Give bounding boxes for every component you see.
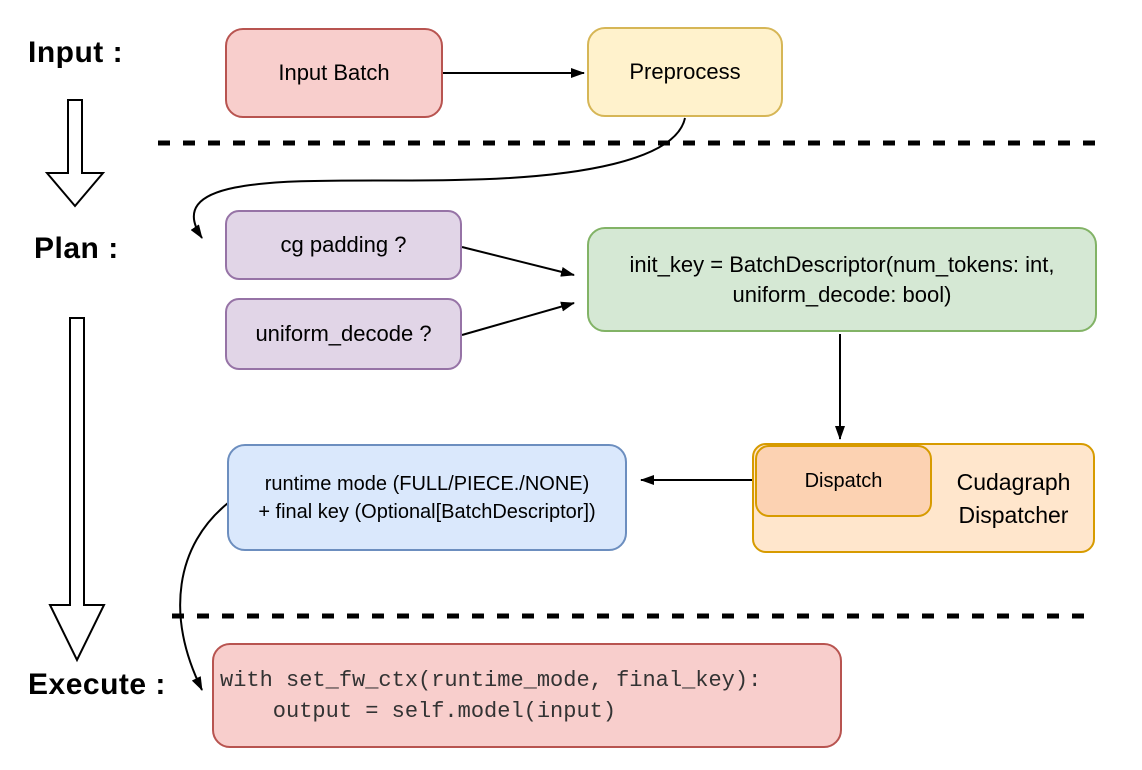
node-init-key-line2: uniform_decode: bool) [732,281,952,307]
node-preprocess: Preprocess [587,27,783,117]
node-input-batch-label: Input Batch [278,60,390,85]
cudagraph-label-line1: Cudagraph [956,469,1071,495]
node-runtime-mode-line1: runtime mode (FULL/PIECE./NONE) [264,472,590,495]
stage-label-plan: Plan : [34,232,119,265]
node-input-batch: Input Batch [225,28,443,118]
arrow-cg-padding-to-init-key [461,246,575,277]
node-execute-code: with set_fw_ctx(runtime_mode, final_key)… [212,643,842,748]
node-uniform-decode-label: uniform_decode ? [255,321,432,346]
node-uniform-decode: uniform_decode ? [225,298,462,370]
node-runtime-mode-line2: + final key (Optional[BatchDescriptor]) [258,500,596,523]
node-dispatch: Dispatch [755,445,932,517]
execute-code-line1: with set_fw_ctx(runtime_mode, final_key)… [220,667,762,693]
stage-label-execute: Execute : [28,668,166,701]
execute-code-line2: output = self.model(input) [220,698,617,724]
arrow-runtime-mode-to-execute-code [179,502,229,691]
input-stage-flow-arrow [44,99,106,208]
node-init-key: init_key = BatchDescriptor(num_tokens: i… [587,227,1097,332]
node-cudagraph-dispatcher-label: Cudagraph Dispatcher [932,466,1095,532]
cudagraph-label-line2: Dispatcher [958,502,1069,528]
node-dispatch-label: Dispatch [804,470,883,492]
arrow-preprocess-to-cg-padding [190,117,686,239]
node-preprocess-label: Preprocess [629,59,741,84]
arrow-uniform-decode-to-init-key [461,301,575,336]
node-cg-padding-label: cg padding ? [280,232,407,257]
node-runtime-mode: runtime mode (FULL/PIECE./NONE) + final … [227,444,627,551]
plan-stage-flow-arrow [48,317,106,663]
stage-label-input: Input : [28,36,124,69]
node-cg-padding: cg padding ? [225,210,462,280]
node-init-key-line1: init_key = BatchDescriptor(num_tokens: i… [629,251,1055,277]
